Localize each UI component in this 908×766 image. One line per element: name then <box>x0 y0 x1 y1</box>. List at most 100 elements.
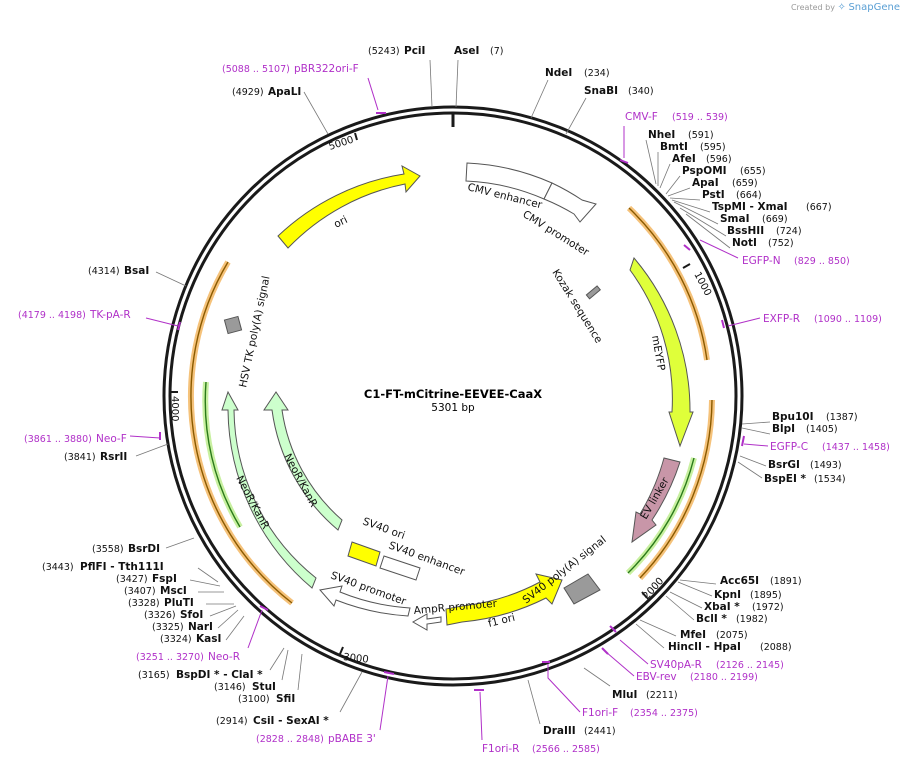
primer-ebv-rev[interactable]: EBV-rev(2180 .. 2199) <box>636 671 758 683</box>
enzyme-sfoi-name: SfoI <box>180 609 203 621</box>
enzyme-nhei[interactable]: NheI(591) <box>648 129 714 141</box>
enzyme-hpai[interactable]: HincII - HpaI(2088) <box>668 641 792 653</box>
primer-tk-pa-r[interactable]: (4179 .. 4198)TK-pA-R <box>18 309 131 321</box>
leader-noti <box>685 213 731 249</box>
enzyme-nhei-name: NheI <box>648 129 675 141</box>
enzyme-acc65i[interactable]: Acc65I(1891) <box>720 575 802 587</box>
primer-neo-r-range: (3251 .. 3270) <box>136 652 204 663</box>
enzyme-bcli[interactable]: BclI *(1982) <box>696 613 768 625</box>
enzyme-smai[interactable]: SmaI(669) <box>720 213 788 225</box>
enzyme-mfei[interactable]: MfeI(2075) <box>680 629 748 641</box>
enzyme-xmai-pos: (667) <box>806 202 832 213</box>
primer-line-neo-r <box>247 609 263 649</box>
snapgene-credit: Created by ✧ SnapGene <box>791 2 900 13</box>
primer-f1ori-r[interactable]: F1ori-R(2566 .. 2585) <box>482 743 600 755</box>
enzyme-pluti[interactable]: (3328)PluTI <box>128 597 194 609</box>
enzyme-sexai[interactable]: (2914)CsiI - SexAI * <box>216 715 329 727</box>
primer-ebv-rev-name: EBV-rev <box>636 671 677 683</box>
primer-cmv-f-range: (519 .. 539) <box>672 112 728 123</box>
primer-exfp-r[interactable]: EXFP-R(1090 .. 1109) <box>763 313 882 325</box>
feature-f1-ori <box>445 573 563 626</box>
enzyme-tth111i-name: PflFI - Tth111I <box>80 561 164 573</box>
enzyme-bpu10i[interactable]: Bpu10I(1387) <box>772 411 858 423</box>
enzyme-pcii[interactable]: (5243) PciI <box>368 45 425 57</box>
enzyme-bsai-pos: (4314) <box>88 266 120 277</box>
enzyme-tth111i[interactable]: (3443) PflFI - Tth111I <box>42 561 164 573</box>
leader-blpi <box>741 427 771 435</box>
primer-f1ori-r-name: F1ori-R <box>482 743 519 755</box>
enzyme-apai[interactable]: ApaI(659) <box>692 177 758 189</box>
enzyme-snabi[interactable]: SnaBI(340) <box>584 85 654 97</box>
enzyme-xbai[interactable]: XbaI *(1972) <box>704 601 784 613</box>
enzyme-rsrii[interactable]: (3841)RsrII <box>64 451 127 463</box>
leader-mfei <box>639 619 677 637</box>
enzyme-stui-name: StuI <box>252 681 276 693</box>
enzyme-kasi[interactable]: (3324)KasI <box>160 633 221 645</box>
leader-rsrii <box>135 443 169 457</box>
enzyme-stui[interactable]: (3146) StuI <box>214 681 276 693</box>
primer-pbabe3[interactable]: (2828 .. 2848)pBABE 3' <box>256 733 376 745</box>
enzyme-fspi-name: FspI <box>152 573 177 585</box>
enzyme-bsrgi-name: BsrGI <box>768 459 800 471</box>
enzyme-nari-pos: (3325) <box>152 622 184 633</box>
enzyme-stui-pos: (3146) <box>214 682 246 693</box>
enzyme-tth111i-pos: (3443) <box>42 562 74 573</box>
enzyme-kpni[interactable]: KpnI(1895) <box>714 589 782 601</box>
enzyme-fspi-pos: (3427) <box>116 574 148 585</box>
enzyme-clai[interactable]: (3165)BspDI * - ClaI * <box>138 669 263 681</box>
enzyme-sfoi-pos: (3326) <box>144 610 176 621</box>
primer-pbr322ori-f[interactable]: (5088 .. 5107)pBR322ori-F <box>222 63 359 75</box>
primer-neo-f[interactable]: (3861 .. 3880)Neo-F <box>24 433 127 445</box>
enzyme-fspi[interactable]: (3427) FspI <box>116 573 177 585</box>
enzyme-apali[interactable]: (4929)ApaLI <box>232 86 301 98</box>
leader-bpu10i <box>741 421 771 425</box>
primer-egfp-n[interactable]: EGFP-N(829 .. 850) <box>742 255 850 267</box>
enzyme-sexai-pos: (2914) <box>216 716 248 727</box>
leader-xmai <box>671 199 711 213</box>
leader-mlui <box>583 667 611 687</box>
credit-text: Created by <box>790 3 835 12</box>
enzyme-mlui-name: MluI <box>612 689 637 701</box>
enzyme-draiii[interactable]: DraIII(2441) <box>543 725 616 737</box>
tick-label-4000: 4000 <box>169 396 180 421</box>
enzyme-bsshii[interactable]: BssHII(724) <box>727 225 802 237</box>
enzyme-bspei[interactable]: BspEI *(1534) <box>764 473 846 485</box>
enzyme-blpi[interactable]: BlpI(1405) <box>772 423 838 435</box>
enzyme-bsrgi[interactable]: BsrGI(1493) <box>768 459 842 471</box>
enzyme-noti[interactable]: NotI(752) <box>732 237 794 249</box>
enzyme-xmai[interactable]: TspMI - XmaI(667) <box>712 201 832 213</box>
primer-f1ori-f[interactable]: F1ori-F(2354 .. 2375) <box>582 707 698 719</box>
leader-ndei <box>530 79 549 119</box>
enzyme-afei-name: AfeI <box>672 153 696 165</box>
tick-label-3000: 3000 <box>343 652 369 666</box>
enzyme-nari[interactable]: (3325)NarI <box>152 621 213 633</box>
enzyme-afei[interactable]: AfeI (596) <box>672 153 732 165</box>
enzyme-sfoi[interactable]: (3326) SfoI <box>144 609 203 621</box>
enzyme-sfii[interactable]: (3100)SfiI <box>238 693 295 705</box>
leader-nhei <box>645 139 657 185</box>
enzyme-bsai-name: BsaI <box>124 265 149 277</box>
primer-neo-f-name: Neo-F <box>96 433 127 445</box>
primer-neo-r[interactable]: (3251 .. 3270)Neo-R <box>136 651 240 663</box>
primer-egfp-c[interactable]: EGFP-C(1437 .. 1458) <box>770 441 890 453</box>
primer-sv40pa-r[interactable]: SV40pA-R(2126 .. 2145) <box>650 659 784 671</box>
enzyme-bsrdi[interactable]: (3558)BsrDI <box>92 543 160 555</box>
tick-mark-2000 <box>641 591 648 599</box>
enzyme-bmti[interactable]: BmtI(595) <box>660 141 726 153</box>
enzyme-psti-name: PstI <box>702 189 725 201</box>
enzyme-pcii-name: PciI <box>404 45 425 57</box>
enzyme-msci[interactable]: (3407)MscI <box>124 585 187 597</box>
enzyme-ndei[interactable]: NdeI(234) <box>545 67 610 79</box>
enzyme-mlui[interactable]: MluI(2211) <box>612 689 678 701</box>
feature-ori <box>277 165 421 249</box>
feature-hsv-tk-polya <box>223 315 243 335</box>
primer-line-f1ori-f <box>547 664 581 713</box>
enzyme-pspomi[interactable]: PspOMI(655) <box>682 165 766 177</box>
enzyme-afei-pos: (596) <box>706 154 732 165</box>
primer-cmv-f[interactable]: CMV-F(519 .. 539) <box>625 111 728 123</box>
leader-bsrdi <box>165 537 195 549</box>
enzyme-psti[interactable]: PstI(664) <box>702 189 762 201</box>
enzyme-asei[interactable]: AseI(7) <box>454 45 503 57</box>
enzyme-pcii-pos: (5243) <box>368 46 400 57</box>
enzyme-bsai[interactable]: (4314) BsaI <box>88 265 149 277</box>
